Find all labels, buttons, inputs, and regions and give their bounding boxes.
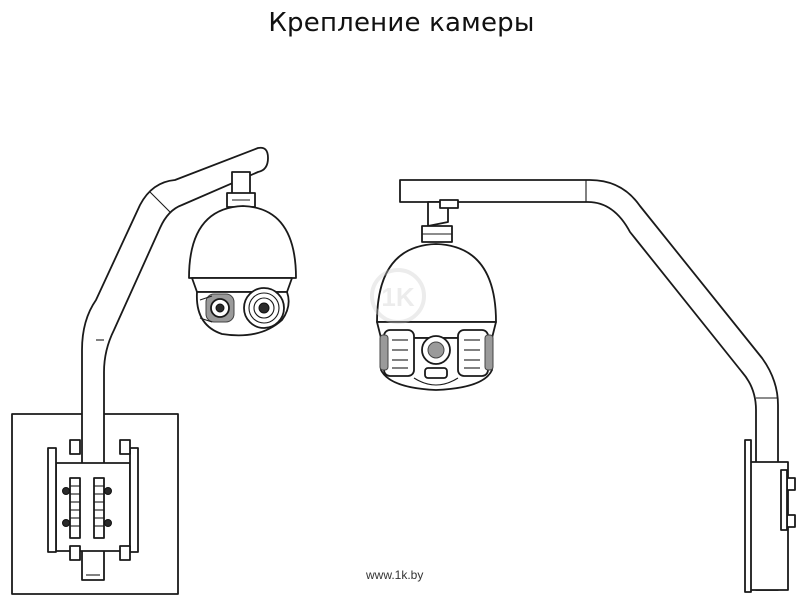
left-mount-assembly bbox=[11, 146, 297, 595]
clamp-slots bbox=[62, 477, 112, 539]
right-mount-assembly: 1K bbox=[370, 179, 796, 593]
left-dome-camera bbox=[188, 205, 297, 337]
pole-clamp bbox=[55, 462, 131, 552]
watermark-logo: 1K bbox=[370, 268, 426, 324]
left-pole bbox=[81, 146, 269, 581]
watermark-url: www.1k.by bbox=[366, 568, 424, 582]
right-dome-camera bbox=[376, 243, 497, 391]
page-title: Крепление камеры bbox=[268, 8, 535, 38]
left-hanger bbox=[231, 171, 251, 195]
svg-text:1K: 1K bbox=[381, 282, 414, 312]
